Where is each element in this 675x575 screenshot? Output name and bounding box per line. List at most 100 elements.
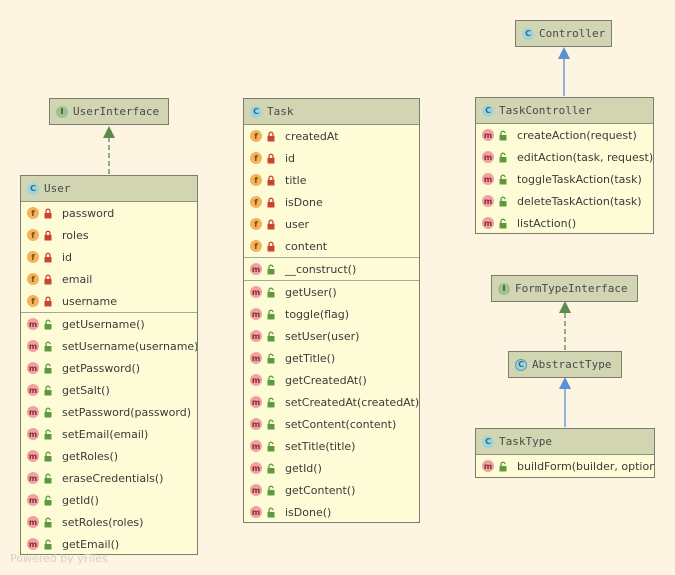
public-unlock-icon <box>265 396 277 408</box>
field-icon: f <box>27 295 39 307</box>
public-unlock-icon <box>497 151 509 163</box>
public-unlock-icon <box>265 263 277 275</box>
method-row[interactable]: m getUsername() <box>21 313 197 335</box>
method-label: getId() <box>285 461 322 475</box>
private-lock-icon <box>265 174 277 186</box>
field-icon: f <box>250 218 262 230</box>
private-lock-icon <box>265 130 277 142</box>
method-row[interactable]: m getCreatedAt() <box>244 369 419 391</box>
public-unlock-icon <box>265 462 277 474</box>
method-row[interactable]: m__construct() <box>244 258 419 280</box>
public-unlock-icon <box>265 374 277 386</box>
method-icon: m <box>27 362 39 374</box>
userinterface-node[interactable]: I UserInterface <box>49 98 169 125</box>
method-icon: m <box>250 484 262 496</box>
public-unlock-icon <box>42 516 54 528</box>
watermark: Powered by yFiles <box>10 552 108 565</box>
field-row[interactable]: f username <box>21 290 197 312</box>
abstracttype-node[interactable]: C AbstractType <box>508 351 622 378</box>
class-icon: C <box>250 105 262 118</box>
class-icon: C <box>522 27 534 40</box>
method-label: listAction() <box>517 216 577 230</box>
class-icon: C <box>482 104 494 117</box>
method-row[interactable]: m toggleTaskAction(task) <box>476 168 653 190</box>
public-unlock-icon <box>42 472 54 484</box>
field-label: id <box>62 250 73 264</box>
field-label: username <box>62 294 117 308</box>
method-icon: m <box>27 516 39 528</box>
method-icon: m <box>250 286 262 298</box>
method-icon: m <box>482 173 494 185</box>
node-title: User <box>44 182 71 195</box>
class-icon: C <box>27 182 39 195</box>
method-label: toggleTaskAction(task) <box>517 172 642 186</box>
method-label: deleteTaskAction(task) <box>517 194 642 208</box>
field-label: isDone <box>285 195 323 209</box>
private-lock-icon <box>265 196 277 208</box>
public-unlock-icon <box>42 450 54 462</box>
method-icon: m <box>27 494 39 506</box>
controller-node[interactable]: C Controller <box>515 20 612 47</box>
method-label: __construct() <box>285 262 357 276</box>
method-icon: m <box>250 330 262 342</box>
method-label: getUsername() <box>62 317 145 331</box>
public-unlock-icon <box>42 340 54 352</box>
private-lock-icon <box>265 152 277 164</box>
method-label: toggle(flag) <box>285 307 350 321</box>
abstracttype-header: C AbstractType <box>509 352 621 377</box>
node-title: AbstractType <box>532 358 612 371</box>
method-icon: m <box>250 374 262 386</box>
method-label: buildForm(builder, options) <box>517 459 654 473</box>
method-label: getCreatedAt() <box>285 373 367 387</box>
method-icon: m <box>27 406 39 418</box>
public-unlock-icon <box>497 460 509 472</box>
field-icon: f <box>250 130 262 142</box>
formtypeinterface-node[interactable]: I FormTypeInterface <box>491 275 638 302</box>
method-icon: m <box>27 318 39 330</box>
taskcontroller-header: C TaskController <box>476 98 653 124</box>
field-label: email <box>62 272 93 286</box>
public-unlock-icon <box>497 129 509 141</box>
